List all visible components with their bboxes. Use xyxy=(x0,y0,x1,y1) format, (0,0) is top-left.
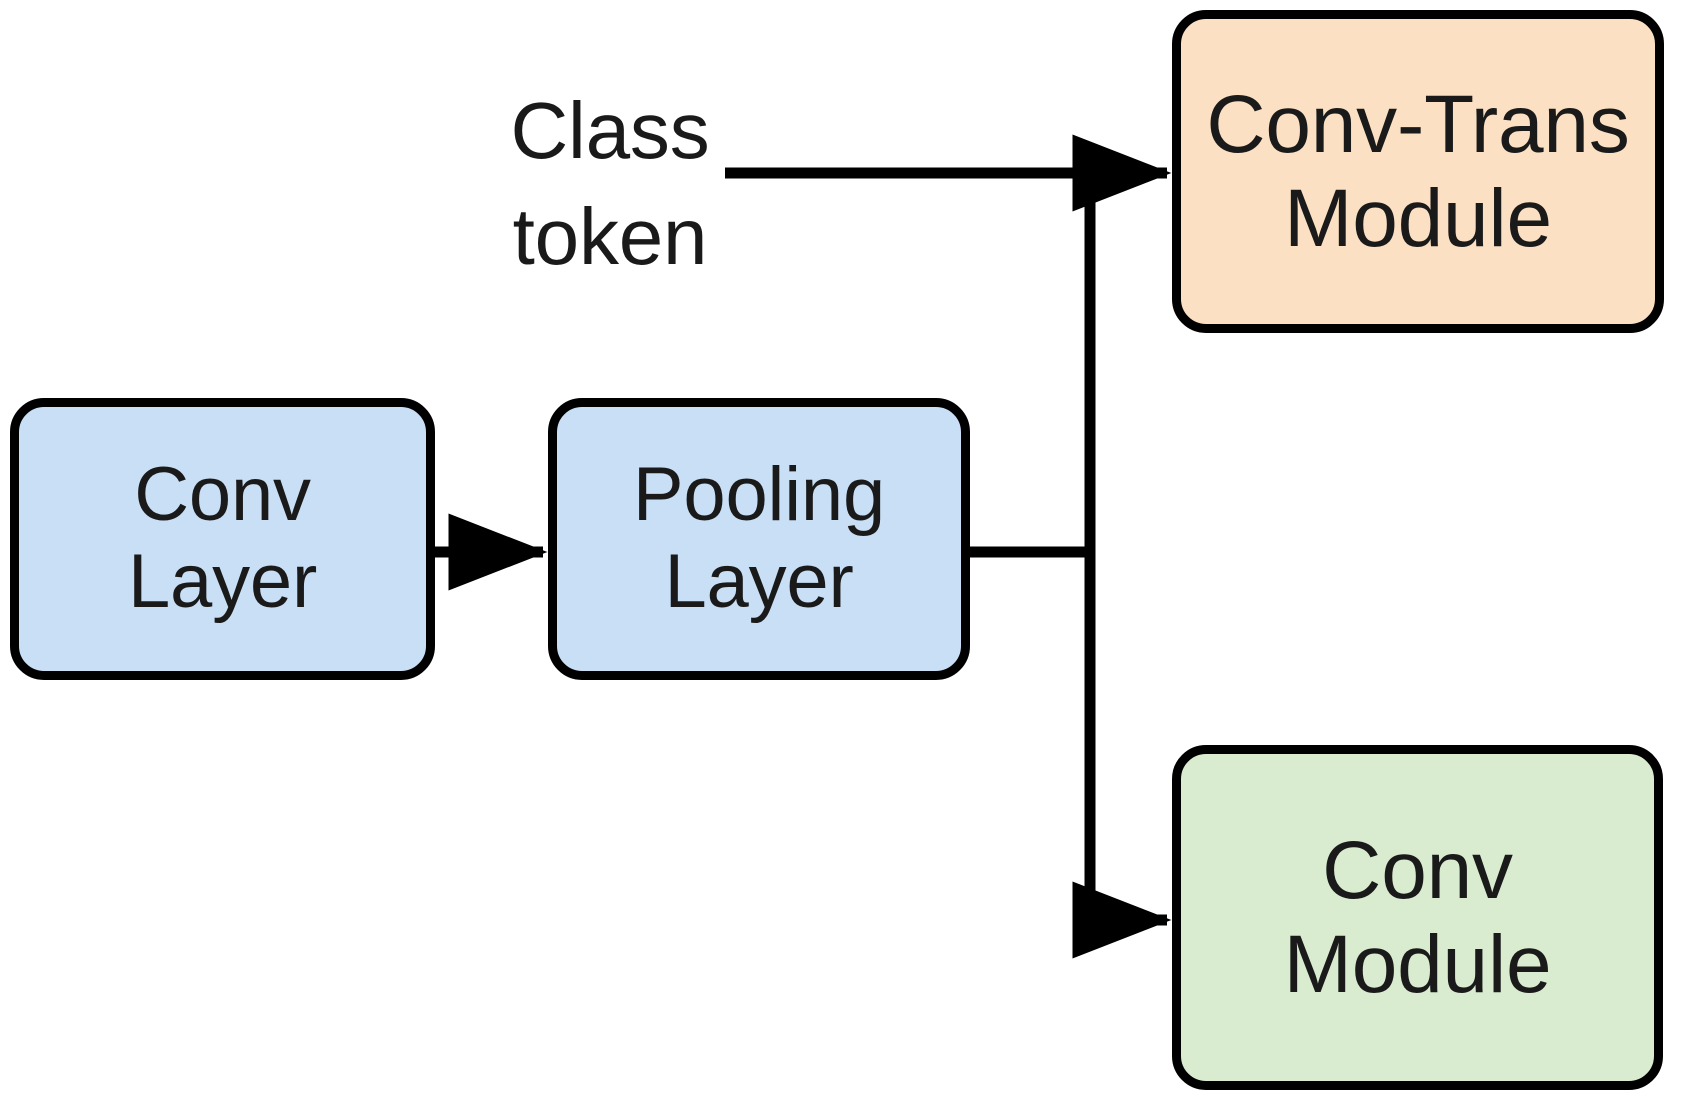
node-pooling-layer-line1: Pooling xyxy=(632,452,886,538)
class-token-label-line1: Class xyxy=(510,86,710,175)
class-token-label: Class token xyxy=(440,78,780,289)
class-token-label-line2: token xyxy=(512,191,708,281)
node-conv-trans-module-line1: Conv-Trans xyxy=(1206,79,1630,171)
node-conv-module-line1: Conv xyxy=(1322,825,1513,917)
node-conv-module-line2: Module xyxy=(1283,918,1552,1010)
node-conv-layer[interactable]: Conv Layer xyxy=(10,398,435,680)
node-conv-layer-line2: Layer xyxy=(127,539,318,624)
node-conv-module[interactable]: Conv Module xyxy=(1172,745,1663,1090)
node-conv-trans-module[interactable]: Conv-Trans Module xyxy=(1172,10,1664,333)
node-pooling-layer-line2: Layer xyxy=(664,539,854,624)
node-pooling-layer[interactable]: Pooling Layer xyxy=(548,398,970,680)
node-conv-layer-line1: Conv xyxy=(134,452,311,538)
node-conv-trans-module-line2: Module xyxy=(1284,172,1552,264)
